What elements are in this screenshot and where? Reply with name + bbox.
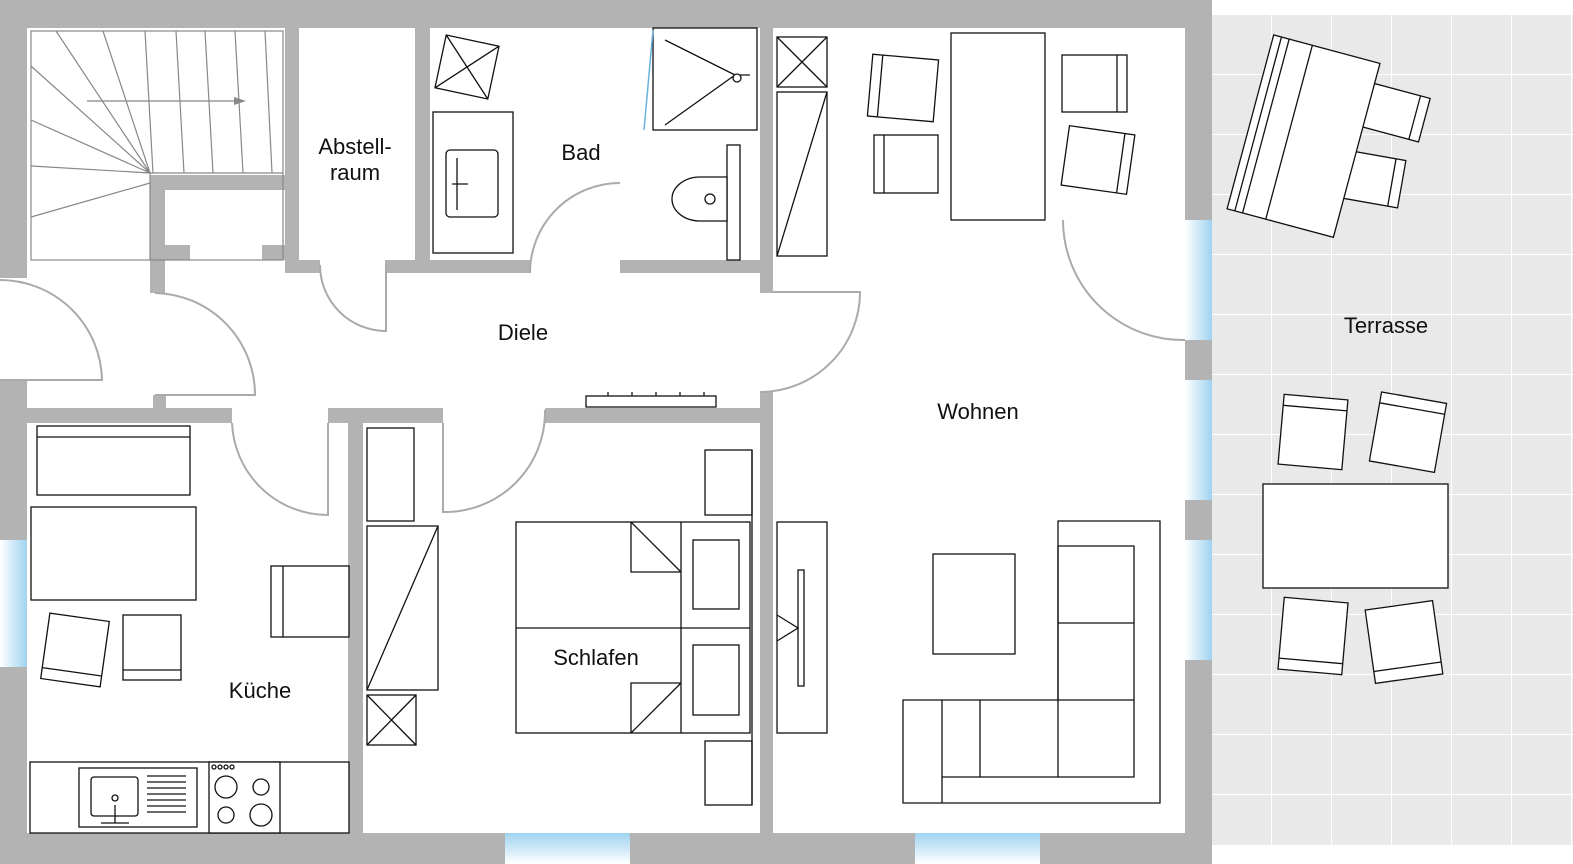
label-wohnen: Wohnen <box>937 399 1019 424</box>
sideboard <box>585 395 717 408</box>
living-furniture <box>585 32 1161 804</box>
toilet-tank <box>726 144 741 261</box>
ottoman <box>932 553 1016 655</box>
kitchen-furniture <box>29 425 350 834</box>
sofa <box>902 520 1161 804</box>
label-abstellraum-2: raum <box>330 160 380 185</box>
shower <box>643 27 758 131</box>
kitchen-table <box>30 506 197 601</box>
walls <box>0 0 1212 864</box>
label-terrasse: Terrasse <box>1344 313 1428 338</box>
toilet <box>671 176 728 222</box>
room-labels: Abstell- raum Bad Diele Wohnen Küche Sch… <box>229 134 1428 703</box>
bedroom-furniture <box>366 427 753 806</box>
armchair <box>270 565 350 638</box>
bathroom-fixtures <box>432 27 758 261</box>
stove <box>208 761 281 834</box>
staircase <box>30 30 284 261</box>
cabinet-box <box>434 34 500 100</box>
windows <box>0 220 1212 864</box>
double-bed <box>515 521 751 734</box>
label-kueche: Küche <box>229 678 291 703</box>
doors <box>0 182 1186 517</box>
label-bad: Bad <box>561 140 600 165</box>
dining-table <box>950 32 1046 221</box>
terrace-table <box>1262 483 1449 589</box>
sun-lounger <box>1226 34 1381 239</box>
label-diele: Diele <box>498 320 548 345</box>
label-schlafen: Schlafen <box>553 645 639 670</box>
terrace-furniture <box>1226 34 1449 685</box>
label-abstellraum: Abstell- <box>318 134 391 159</box>
